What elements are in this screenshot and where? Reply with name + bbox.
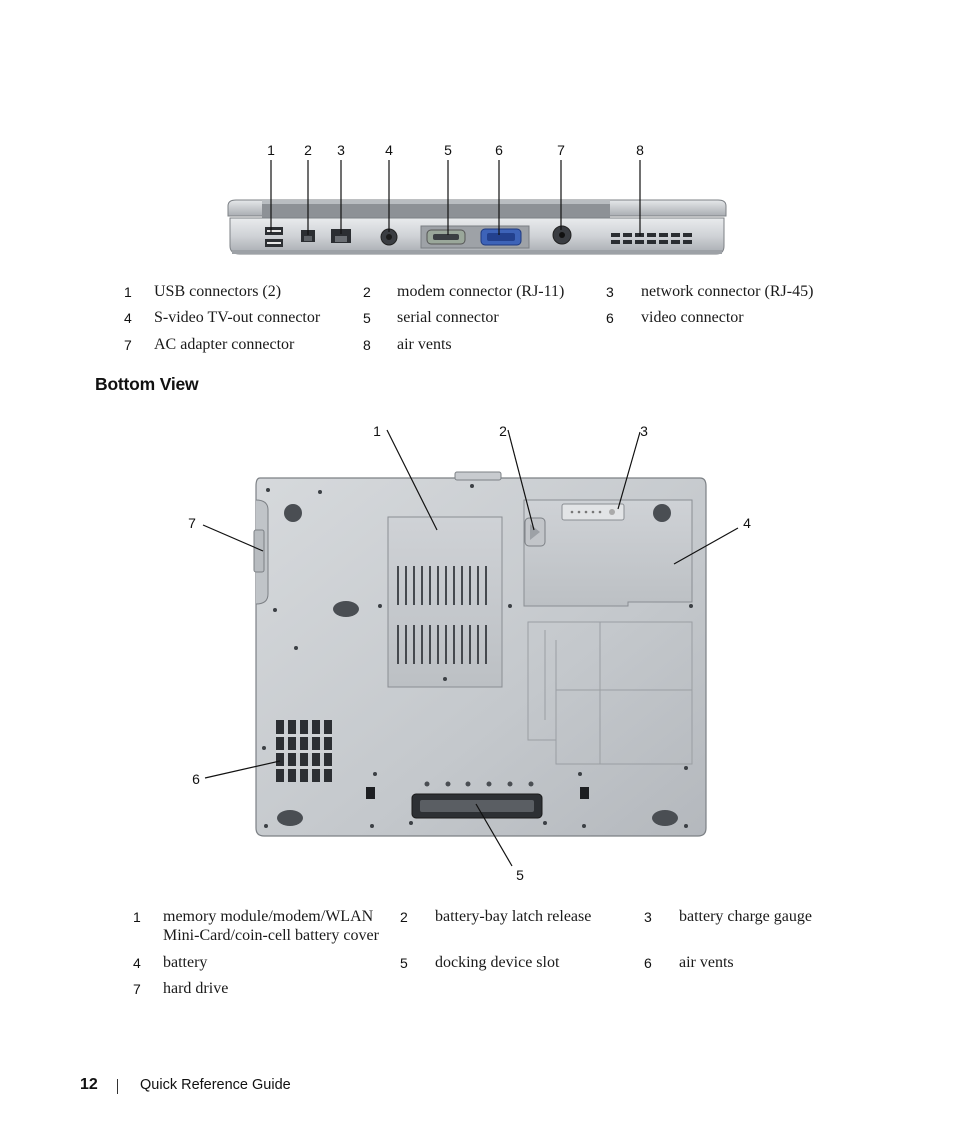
legend-number: 2	[400, 909, 408, 925]
back-callout-6: 6	[495, 142, 503, 158]
legend-text: USB connectors (2)	[154, 283, 282, 300]
page-number: 12	[80, 1076, 98, 1093]
laptop-back-drawing	[227, 160, 727, 255]
back-callout-7: 7	[557, 142, 565, 158]
legend-text: air vents	[397, 336, 452, 353]
legend-text: video connector	[641, 309, 744, 326]
legend-text: Mini-Card/coin-cell battery cover	[163, 927, 379, 944]
bottom-callout-4: 4	[743, 515, 751, 531]
legend-text: serial connector	[397, 309, 499, 326]
legend-number: 7	[133, 981, 141, 997]
legend-number: 3	[644, 909, 652, 925]
footer-separator	[117, 1079, 118, 1094]
legend-text: battery	[163, 954, 208, 971]
legend-number: 5	[363, 310, 371, 326]
legend-number: 1	[124, 284, 132, 300]
back-callout-1: 1	[267, 142, 275, 158]
legend-text: AC adapter connector	[154, 336, 295, 353]
bottom-callout-2: 2	[499, 423, 507, 439]
bottom-callout-1: 1	[373, 423, 381, 439]
bottom-callout-5: 5	[516, 867, 524, 883]
legend-number: 5	[400, 955, 408, 971]
legend-text: modem connector (RJ-11)	[397, 283, 565, 300]
legend-text: hard drive	[163, 980, 229, 997]
battery-panel	[523, 499, 693, 607]
back-callout-8: 8	[636, 142, 644, 158]
footer-title: Quick Reference Guide	[140, 1077, 291, 1093]
legend-number: 4	[124, 310, 132, 326]
legend-text: battery charge gauge	[679, 908, 812, 925]
section-heading: Bottom View	[95, 374, 199, 394]
bottom-callout-7: 7	[188, 515, 196, 531]
legend-number: 8	[363, 337, 371, 353]
legend-number: 6	[644, 955, 652, 971]
memory-cover-vents-icon	[397, 566, 487, 664]
bottom-callout-3: 3	[640, 423, 648, 439]
back-callout-2: 2	[304, 142, 312, 158]
legend-number: 4	[133, 955, 141, 971]
legend-number: 3	[606, 284, 614, 300]
legend-text: docking device slot	[435, 954, 560, 971]
back-callout-3: 3	[337, 142, 345, 158]
legend-number: 7	[124, 337, 132, 353]
legend-text: network connector (RJ-45)	[641, 283, 814, 300]
legend-text: memory module/modem/WLAN	[163, 908, 374, 925]
legend-text: S-video TV-out connector	[154, 309, 321, 326]
legend-text: battery-bay latch release	[435, 908, 592, 925]
bottom-callout-6: 6	[192, 771, 200, 787]
legend-number: 6	[606, 310, 614, 326]
legend-text: air vents	[679, 954, 734, 971]
back-callout-4: 4	[385, 142, 393, 158]
back-callout-5: 5	[444, 142, 452, 158]
legend-number: 2	[363, 284, 371, 300]
legend-number: 1	[133, 909, 141, 925]
